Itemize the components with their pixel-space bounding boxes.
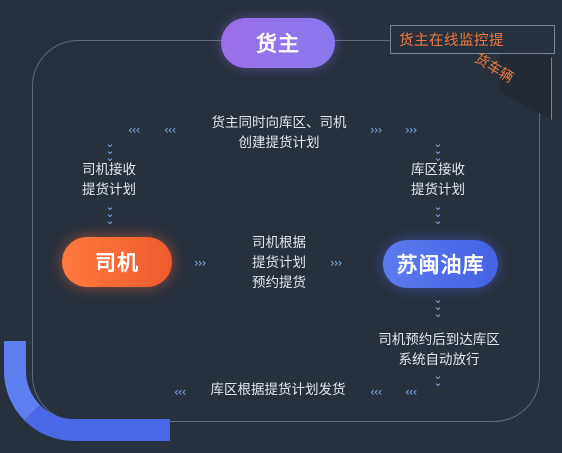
chevron-right-icon: ››› <box>370 123 382 137</box>
step-depot-receive-line1: 库区接收 <box>411 162 465 178</box>
step-driver-book: 司机根据 提货计划 预约提货 <box>241 233 317 293</box>
chevron-right-icon: ››› <box>194 256 206 270</box>
chevron-left-icon: ‹‹‹ <box>370 385 382 399</box>
step-driver-book-line3: 预约提货 <box>252 275 306 291</box>
chevron-left-icon: ‹‹‹ <box>128 123 140 137</box>
step-create-plan-line2: 创建提货计划 <box>238 135 320 151</box>
blue-corner-decoration <box>0 341 170 442</box>
chevron-down-icon: ⌄ ⌄ ⌄ <box>433 293 443 320</box>
step-driver-book-line1: 司机根据 <box>252 235 306 251</box>
step-driver-book-line2: 提货计划 <box>252 255 306 271</box>
chevron-down-icon: ⌄ ⌄ ⌄ <box>105 137 115 164</box>
step-arrive: 司机预约后到达库区 系统自动放行 <box>366 330 512 370</box>
step-depot-receive-line2: 提货计划 <box>411 182 465 198</box>
step-arrive-line1: 司机预约后到达库区 <box>378 332 500 348</box>
chevron-down-icon: ⌄ ⌄ ⌄ <box>433 200 443 227</box>
step-driver-receive-line1: 司机接收 <box>82 162 136 178</box>
chevron-left-icon: ‹‹‹ <box>174 385 186 399</box>
chevron-right-icon: ››› <box>405 123 417 137</box>
chevron-left-icon: ‹‹‹ <box>164 123 176 137</box>
chevron-down-icon: ⌄ ⌄ <box>433 369 443 389</box>
chevron-right-icon: ››› <box>330 256 342 270</box>
node-driver: 司机 <box>62 237 172 287</box>
step-create-plan: 货主同时向库区、司机 创建提货计划 <box>203 113 355 153</box>
step-ship: 库区根据提货计划发货 <box>196 380 360 400</box>
step-ship-line1: 库区根据提货计划发货 <box>210 382 346 398</box>
chevron-down-icon: ⌄ ⌄ ⌄ <box>433 137 443 164</box>
step-driver-receive: 司机接收 提货计划 <box>72 160 146 200</box>
step-arrive-line2: 系统自动放行 <box>398 352 480 368</box>
step-create-plan-line1: 货主同时向库区、司机 <box>211 115 347 131</box>
node-shipper: 货主 <box>221 18 335 68</box>
node-depot: 苏闽油库 <box>383 240 498 288</box>
tag-box: 货主在线监控提 <box>390 25 555 54</box>
step-depot-receive: 库区接收 提货计划 <box>401 160 475 200</box>
step-driver-receive-line2: 提货计划 <box>82 182 136 198</box>
tag-text: 货主在线监控提 <box>399 33 504 49</box>
chevron-left-icon: ‹‹‹ <box>405 385 417 399</box>
chevron-down-icon: ⌄ ⌄ ⌄ <box>105 200 115 227</box>
